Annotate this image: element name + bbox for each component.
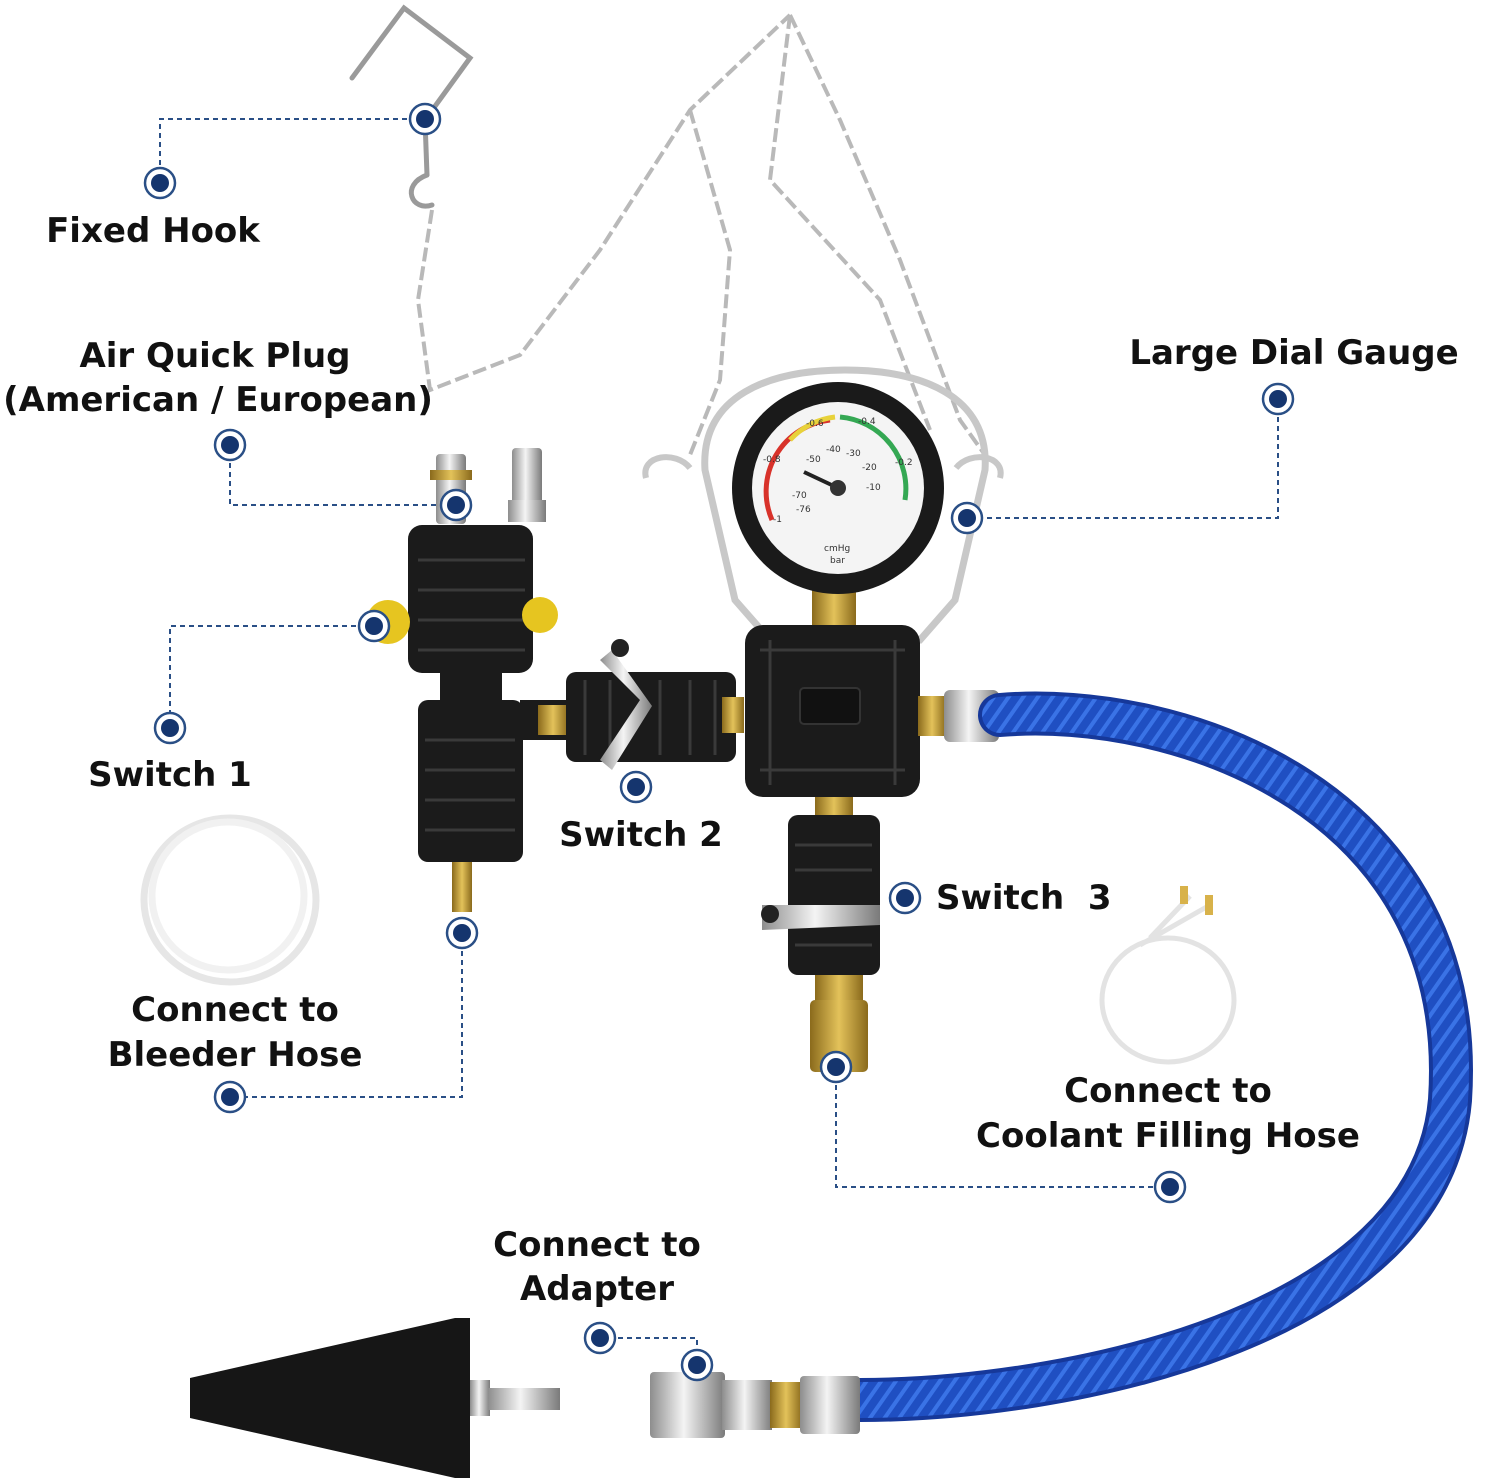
- callout-dot: [153, 711, 187, 745]
- adapter-label-line1: Connect to: [493, 1225, 701, 1265]
- adapter-label-line2: Adapter: [520, 1269, 674, 1309]
- large-dial-gauge: -0.6 -0.4 -0.8 -0.2 -1 -40 -30 -50 -20 -…: [732, 382, 944, 632]
- callout-dot: [439, 488, 473, 522]
- callout-dot: [445, 916, 479, 950]
- leader-lines: [159, 118, 1279, 1365]
- product-photo: -0.6 -0.4 -0.8 -0.2 -1 -40 -30 -50 -20 -…: [140, 4, 1473, 1478]
- bleeder-hose-label-line2: Bleeder Hose: [108, 1035, 363, 1075]
- callout-dots: [143, 102, 1295, 1382]
- gauge-inner-tick: -40: [826, 445, 841, 455]
- switch-3-label: Switch 3: [936, 878, 1112, 918]
- switch-3-lever: [762, 905, 880, 930]
- callout-dot: [819, 1050, 853, 1084]
- gauge-inner-tick: -10: [866, 483, 881, 493]
- gauge-bracket: [701, 366, 989, 644]
- hanging-chains: [415, 13, 987, 457]
- callout-dot: [583, 1321, 617, 1355]
- gauge-inner-tick: -76: [796, 505, 811, 515]
- bleeder-hose-label-line1: Connect to: [131, 990, 339, 1030]
- gauge-inner-tick: -50: [806, 455, 821, 465]
- fixed-hook-label: Fixed Hook: [46, 211, 261, 251]
- callout-dot: [888, 881, 922, 915]
- air-quick-plug-label-line2: (American / European): [3, 380, 433, 420]
- gauge-outer-tick: -0.2: [895, 458, 913, 468]
- gauge-outer-tick: -0.8: [763, 455, 781, 465]
- callout-dot: [950, 501, 984, 535]
- switch-2-lever: [600, 650, 652, 770]
- main-valve-block: [745, 625, 999, 797]
- callout-dot: [408, 102, 442, 136]
- cone-adapter: [190, 1318, 560, 1478]
- callout-dot: [680, 1348, 714, 1382]
- gauge-outer-tick: -0.4: [858, 417, 876, 427]
- coolant-filling-hose-coil: [1099, 886, 1237, 1065]
- callout-dot: [213, 428, 247, 462]
- bleeder-hose-coil: [140, 814, 320, 986]
- gauge-inner-tick: -70: [792, 491, 807, 501]
- gauge-outer-tick: -1: [773, 515, 782, 525]
- gauge-inner-tick: -30: [846, 449, 861, 459]
- bracket-hook-right: [953, 454, 1004, 479]
- coolant-filling-hose-label-line1: Connect to: [1064, 1071, 1272, 1111]
- coolant-filling-hose-label-line2: Coolant Filling Hose: [976, 1116, 1360, 1156]
- callout-dot: [1153, 1170, 1187, 1204]
- callout-dot: [213, 1080, 247, 1114]
- gauge-outer-tick: -0.6: [806, 419, 824, 429]
- callout-dot: [143, 166, 177, 200]
- gauge-inner-tick: -20: [862, 463, 877, 473]
- air-quick-plug-label-line1: Air Quick Plug: [79, 336, 350, 376]
- large-dial-gauge-label: Large Dial Gauge: [1129, 333, 1458, 373]
- middle-valve-body: [538, 639, 744, 770]
- gauge-unit-label: cmHg: [824, 544, 850, 554]
- callout-dot: [1261, 382, 1295, 416]
- lower-valve-body: [761, 797, 880, 1072]
- adapter-coupler: [650, 1372, 860, 1438]
- switch-1-label: Switch 1: [88, 755, 252, 795]
- gauge-unit-label: bar: [830, 556, 845, 566]
- callout-dot: [357, 609, 391, 643]
- switch-2-label: Switch 2: [559, 815, 723, 855]
- left-valve-body: [366, 525, 570, 912]
- callout-dot: [619, 770, 653, 804]
- labels: Fixed Hook Air Quick Plug (American / Eu…: [3, 211, 1459, 1309]
- fixed-hook: [349, 4, 474, 209]
- bracket-hook-left: [642, 454, 693, 479]
